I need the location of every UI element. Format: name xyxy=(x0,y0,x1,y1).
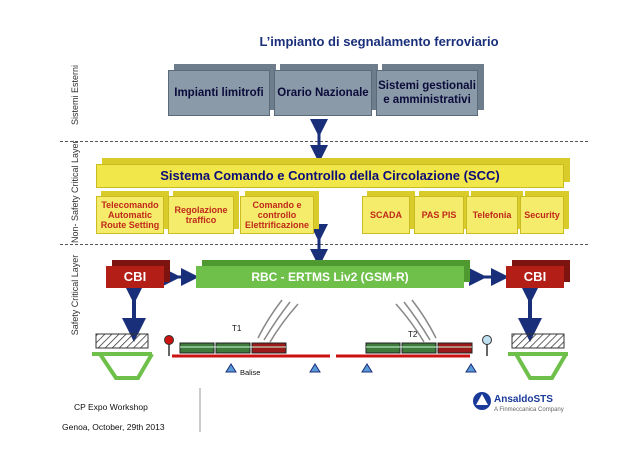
radio-waves-right-icon xyxy=(395,299,437,343)
balise-icon xyxy=(465,363,477,373)
scc-sub-elettrificazione: Comando e controllo Elettrificazione xyxy=(240,196,314,234)
signal-right-icon xyxy=(482,335,492,345)
external-box-orario: Orario Nazionale xyxy=(274,70,372,116)
ansaldo-logo-icon xyxy=(473,392,491,410)
scc-sub-regolazione: Regolazione traffico xyxy=(168,196,234,234)
switch-right xyxy=(508,352,568,380)
balise-icon xyxy=(225,363,237,373)
balise-label: Balise xyxy=(240,368,261,377)
footer-date: Genoa, October, 29th 2013 xyxy=(62,422,165,432)
external-box-sistemi: Sistemi gestionali e amministrativi xyxy=(376,70,478,116)
train-t2-icon xyxy=(365,342,473,354)
scc-sub-security: Security xyxy=(520,196,564,234)
balise-icon xyxy=(309,363,321,373)
field-equipment-right xyxy=(511,333,565,349)
scc-sub-scada: SCADA xyxy=(362,196,410,234)
scc-sub-telefonia: Telefonia xyxy=(466,196,518,234)
page-title: L’impianto di segnalamento ferroviario xyxy=(259,34,499,49)
cbi-right: CBI xyxy=(506,266,564,288)
train-t1-icon xyxy=(179,342,287,354)
radio-waves-left-icon xyxy=(257,299,299,343)
rbc-box: RBC - ERTMS Liv2 (GSM-R) xyxy=(196,266,464,288)
footer-event: CP Expo Workshop xyxy=(74,402,148,412)
logo-name: AnsaldoSTS xyxy=(494,394,553,405)
balise-icon xyxy=(361,363,373,373)
external-box-impianti: Impianti limitrofi xyxy=(168,70,270,116)
switch-left xyxy=(92,352,154,380)
scc-sub-pas-pis: PAS PIS xyxy=(414,196,464,234)
scc-sub-telecomando: Telecomando Automatic Route Setting xyxy=(96,196,164,234)
train-t2-label: T2 xyxy=(408,330,418,339)
field-equipment-left xyxy=(95,333,149,349)
scc-bar: Sistema Comando e Controllo della Circol… xyxy=(96,164,564,188)
cbi-left: CBI xyxy=(106,266,164,288)
signal-left-icon xyxy=(164,335,174,345)
train-t1-label: T1 xyxy=(232,324,242,333)
logo-tagline: A Finmeccanica Company xyxy=(494,407,564,413)
